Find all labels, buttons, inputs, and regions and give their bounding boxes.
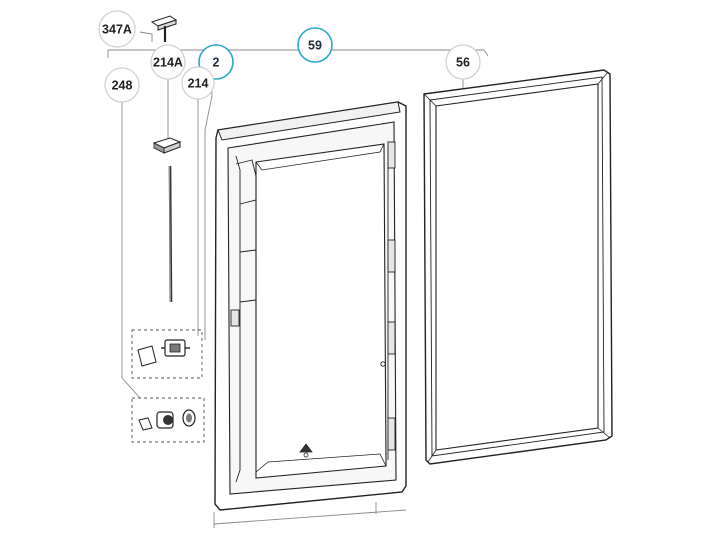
t-key-part-347A bbox=[150, 15, 178, 42]
door-left-upper-block bbox=[235, 159, 257, 205]
leader-248 bbox=[121, 100, 141, 399]
gasket-inner bbox=[435, 83, 599, 451]
hinge-rod bbox=[168, 165, 173, 303]
label-ring-56 bbox=[445, 44, 481, 80]
label-text-214A: 214A bbox=[153, 56, 183, 70]
door-right-slot-1 bbox=[387, 239, 396, 273]
leader-2 bbox=[204, 78, 213, 340]
label-text-2: 2 bbox=[213, 56, 220, 70]
hinge-kit-plate bbox=[137, 345, 157, 367]
lock-kit-knob bbox=[163, 415, 173, 425]
door-left-rail-step bbox=[239, 249, 257, 303]
label-ring-214A bbox=[150, 44, 186, 80]
door-left-clip bbox=[230, 309, 240, 327]
hinge-kit-bracket-inner bbox=[169, 343, 181, 353]
door-right-slot-2 bbox=[387, 321, 396, 355]
label-ring-347A bbox=[98, 10, 136, 48]
lock-kit-tab bbox=[138, 417, 153, 431]
label-text-214: 214 bbox=[188, 77, 209, 91]
door-top-lip bbox=[217, 101, 401, 141]
label-ring-59 bbox=[297, 27, 333, 63]
door-frame-part-2 bbox=[213, 101, 407, 528]
label-59: 59 bbox=[297, 27, 333, 63]
lock-kit-washer-hole bbox=[186, 413, 192, 423]
label-56: 56 bbox=[445, 44, 481, 80]
lock-kit-part-248 bbox=[131, 397, 205, 443]
label-text-248: 248 bbox=[112, 79, 133, 93]
door-panel-ledge-top bbox=[255, 143, 385, 171]
door-right-slot-top bbox=[387, 141, 396, 169]
gasket-corner-br bbox=[597, 427, 611, 439]
door-inner-panel bbox=[255, 143, 387, 479]
label-ring-248 bbox=[104, 67, 140, 103]
door-gasket-part-56 bbox=[423, 69, 613, 465]
lock-kit-box bbox=[131, 397, 205, 443]
hinge-rod-highlight bbox=[169, 165, 171, 303]
door-left-rail bbox=[235, 155, 241, 483]
leader-59-right bbox=[483, 49, 489, 57]
door-drain-hole bbox=[303, 452, 309, 458]
door-right-screw bbox=[380, 361, 386, 367]
label-214A: 214A bbox=[150, 44, 186, 80]
door-bottom-dimension bbox=[213, 509, 407, 525]
hinge-rod-part-214A bbox=[152, 137, 182, 303]
hinge-cap-face bbox=[153, 142, 165, 154]
gasket-corner-tr bbox=[597, 71, 609, 85]
label-248: 248 bbox=[104, 67, 140, 103]
hinge-kit-part-214 bbox=[131, 329, 203, 379]
label-text-59: 59 bbox=[308, 39, 322, 53]
door-drain-marker bbox=[299, 443, 313, 453]
label-214: 214 bbox=[181, 66, 215, 100]
label-347A: 347A bbox=[98, 10, 136, 48]
label-ring-214 bbox=[181, 66, 215, 100]
gasket-corner-tl bbox=[423, 93, 437, 107]
label-text-347A: 347A bbox=[102, 23, 132, 37]
door-panel-ledge-bottom bbox=[255, 453, 387, 473]
hinge-kit-box bbox=[131, 329, 203, 379]
t-key-head-side bbox=[157, 19, 177, 31]
gasket-corner-bl bbox=[427, 449, 437, 463]
door-right-slot-3 bbox=[387, 417, 396, 451]
leader-347A bbox=[139, 31, 153, 42]
label-text-56: 56 bbox=[456, 56, 470, 70]
